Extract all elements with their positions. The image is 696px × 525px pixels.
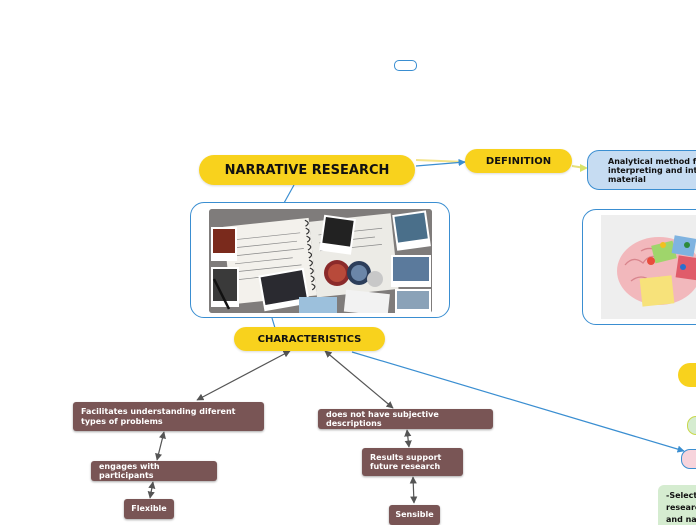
definition-label: DEFINITION	[485, 155, 552, 167]
char-mid-child-node[interactable]: Results support future research	[362, 448, 463, 476]
connector-topic-definition	[415, 158, 466, 167]
char-mid-grandchild-node[interactable]: Sensible	[389, 505, 440, 525]
char-left-child-label: engages with participants	[99, 461, 160, 480]
characteristics-label: CHARACTERISTICS	[257, 333, 362, 345]
definition-text-box[interactable]: Analytical method f interpreting and int…	[587, 150, 696, 190]
char-left-grandchild-node[interactable]: Flexible	[124, 499, 174, 519]
char-mid-child-label: Results support future research	[370, 452, 442, 471]
char-left-grandchild-label: Flexible	[131, 504, 167, 514]
empty-floating-node[interactable]	[394, 60, 417, 71]
bottom-right-note[interactable]: -Selecti research and na	[658, 485, 696, 525]
char-mid-node[interactable]: does not have subjective descriptions	[318, 409, 493, 429]
definition-text: Analytical method f interpreting and int…	[608, 157, 696, 185]
connector-left-grandchild	[147, 481, 156, 499]
central-topic-node[interactable]: NARRATIVE RESEARCH	[199, 155, 415, 185]
connector-characteristics-mid	[324, 350, 394, 409]
connector-mid-grandchild	[409, 476, 418, 504]
image-frame-brain[interactable]	[582, 209, 696, 325]
characteristics-node[interactable]: CHARACTERISTICS	[234, 327, 385, 351]
char-left-child-node[interactable]: engages with participants	[91, 461, 217, 481]
definition-node[interactable]: DEFINITION	[465, 149, 572, 173]
central-topic-label: NARRATIVE RESEARCH	[224, 162, 390, 178]
char-left-node[interactable]: Facilitates understanding diferent types…	[73, 402, 264, 431]
connector-left-child	[155, 431, 166, 461]
char-mid-grandchild-label: Sensible	[395, 510, 434, 519]
connector-characteristics-left	[196, 350, 291, 401]
right-pink-node-partial[interactable]	[681, 449, 696, 469]
brain-sticky-notes-image	[601, 215, 696, 319]
connector-image-characteristics	[271, 317, 276, 329]
connector-definition-arrowhead	[580, 164, 588, 172]
connector-characteristics-right	[351, 351, 685, 453]
image-frame-main[interactable]	[190, 202, 450, 318]
char-mid-label: does not have subjective descriptions	[326, 409, 439, 428]
notebook-photos-image	[209, 209, 432, 313]
connector-topic-definition-yellow	[415, 159, 467, 163]
connector-topic-image	[283, 184, 295, 204]
connector-mid-child	[404, 429, 412, 448]
right-yellow-node-partial[interactable]	[678, 363, 696, 387]
char-left-label: Facilitates understanding diferent types…	[81, 407, 236, 426]
